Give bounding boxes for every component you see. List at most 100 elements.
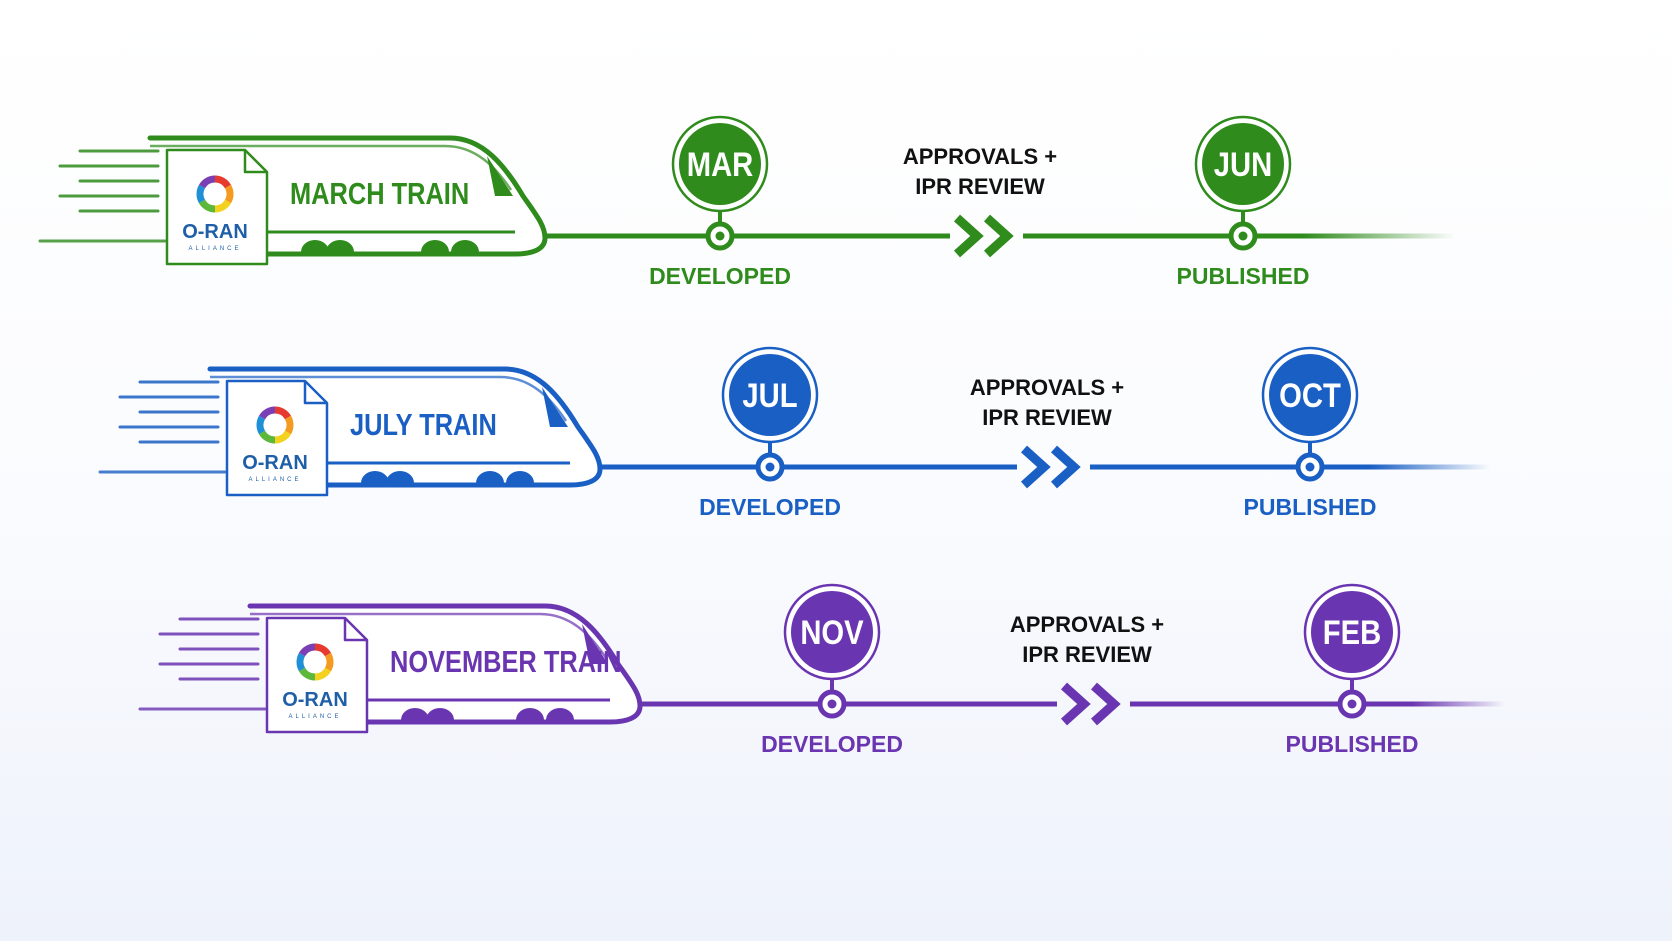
logo-ring-segment: [296, 652, 306, 672]
published-month-label: FEB: [1323, 613, 1381, 652]
document-fold: [303, 381, 327, 405]
timeline-track: [640, 701, 1505, 707]
approvals-label: APPROVALS +: [970, 375, 1124, 400]
milestone-node-dot: [1305, 462, 1315, 472]
milestone-node-dot: [1347, 699, 1357, 709]
speed-lines: [98, 380, 227, 474]
train-wheel: [301, 240, 329, 252]
train-windshield: [582, 624, 608, 664]
chevron-icon: [1020, 445, 1051, 489]
oran-logo-icon: [196, 175, 234, 213]
milestone-node-dot: [827, 699, 837, 709]
track-fade: [1370, 464, 1490, 470]
train-windshield: [487, 156, 513, 196]
chevron-icon: [1050, 445, 1081, 489]
train-wheel: [426, 708, 454, 720]
logo-ring-segment: [214, 199, 232, 213]
logo-ring-segment: [314, 643, 332, 657]
release-train-row: NOVEMBER TRAIN O-RAN ALLIANCE APPROVALS + IP…: [138, 583, 1505, 757]
logo-ring-segment: [314, 667, 332, 681]
milestone-node-dot: [765, 462, 775, 472]
document-fold: [343, 618, 367, 642]
logo-subtitle: ALLIANCE: [288, 714, 341, 720]
train-windshield: [542, 387, 568, 427]
logo-ring-segment: [224, 184, 234, 204]
oran-document-badge: O-RAN ALLIANCE: [265, 616, 369, 734]
developed-milestone: MAR DEVELOPED: [649, 115, 791, 289]
logo-wordmark: O-RAN: [242, 452, 308, 474]
milestone-node-dot: [715, 231, 725, 241]
oran-document-badge: O-RAN ALLIANCE: [225, 379, 329, 497]
published-month-label: JUN: [1214, 145, 1272, 184]
approvals-label: APPROVALS +: [1010, 612, 1164, 637]
published-caption: PUBLISHED: [1286, 731, 1419, 757]
logo-ring-segment: [274, 406, 292, 420]
chevron-icon: [1090, 682, 1121, 726]
logo-ring-segment: [298, 667, 316, 681]
train-label: JULY TRAIN: [350, 408, 497, 443]
logo-subtitle: ALLIANCE: [248, 477, 301, 483]
logo-ring-segment: [198, 199, 216, 213]
train-roof-line: [150, 144, 513, 191]
logo-wordmark: O-RAN: [182, 221, 248, 243]
logo-ring-segment: [214, 175, 232, 189]
logo-subtitle: ALLIANCE: [188, 246, 241, 252]
speed-lines: [38, 149, 167, 243]
logo-ring-segment: [274, 430, 292, 444]
train-wheel: [386, 471, 414, 483]
logo-ring-segment: [258, 430, 276, 444]
train-wheel: [546, 708, 574, 720]
logo-wordmark: O-RAN: [282, 689, 348, 711]
developed-caption: DEVELOPED: [761, 731, 903, 757]
published-milestone: FEB PUBLISHED: [1286, 583, 1419, 757]
developed-caption: DEVELOPED: [699, 494, 841, 520]
milestone-badge: [1311, 591, 1393, 673]
double-chevron-icon: [1020, 445, 1081, 489]
double-chevron-icon: [953, 214, 1014, 258]
track-fade: [1412, 701, 1505, 707]
milestone-badge: [791, 591, 873, 673]
logo-ring-segment: [284, 415, 294, 435]
train-roof-line: [210, 375, 568, 422]
developed-month-label: NOV: [800, 613, 863, 652]
logo-ring-segment: [258, 406, 276, 420]
document-fold: [243, 150, 267, 174]
milestone-badge: [1269, 354, 1351, 436]
train-wheel: [451, 240, 479, 252]
developed-milestone: JUL DEVELOPED: [699, 346, 841, 520]
ipr-review-label: IPR REVIEW: [1022, 642, 1152, 667]
developed-milestone: NOV DEVELOPED: [761, 583, 903, 757]
train-wheel: [506, 471, 534, 483]
train-wheel: [516, 708, 544, 720]
train-wheel: [476, 471, 504, 483]
chevron-icon: [1060, 682, 1091, 726]
milestone-badge: [1202, 123, 1284, 205]
developed-month-label: MAR: [687, 145, 754, 184]
milestone-badge: [729, 354, 811, 436]
train-wheel: [401, 708, 429, 720]
speed-lines: [138, 617, 267, 711]
oran-document-badge: O-RAN ALLIANCE: [165, 148, 269, 266]
ipr-review-label: IPR REVIEW: [982, 405, 1112, 430]
train-label: NOVEMBER TRAIN: [390, 645, 621, 680]
logo-ring-segment: [196, 184, 206, 204]
chevron-icon: [953, 214, 984, 258]
developed-caption: DEVELOPED: [649, 263, 791, 289]
double-chevron-icon: [1060, 682, 1121, 726]
train-wheel: [361, 471, 389, 483]
logo-ring-segment: [198, 175, 216, 189]
developed-month-label: JUL: [742, 376, 797, 415]
release-train-row: JULY TRAIN O-RAN ALLIANCE APPROVALS + IPR RE…: [98, 346, 1490, 520]
oran-logo-icon: [296, 643, 334, 681]
train-roof-line: [250, 612, 608, 659]
oran-logo-icon: [256, 406, 294, 444]
logo-ring-segment: [324, 652, 334, 672]
train-wheel: [421, 240, 449, 252]
published-caption: PUBLISHED: [1244, 494, 1377, 520]
milestone-node-dot: [1238, 231, 1248, 241]
ipr-review-label: IPR REVIEW: [915, 174, 1045, 199]
